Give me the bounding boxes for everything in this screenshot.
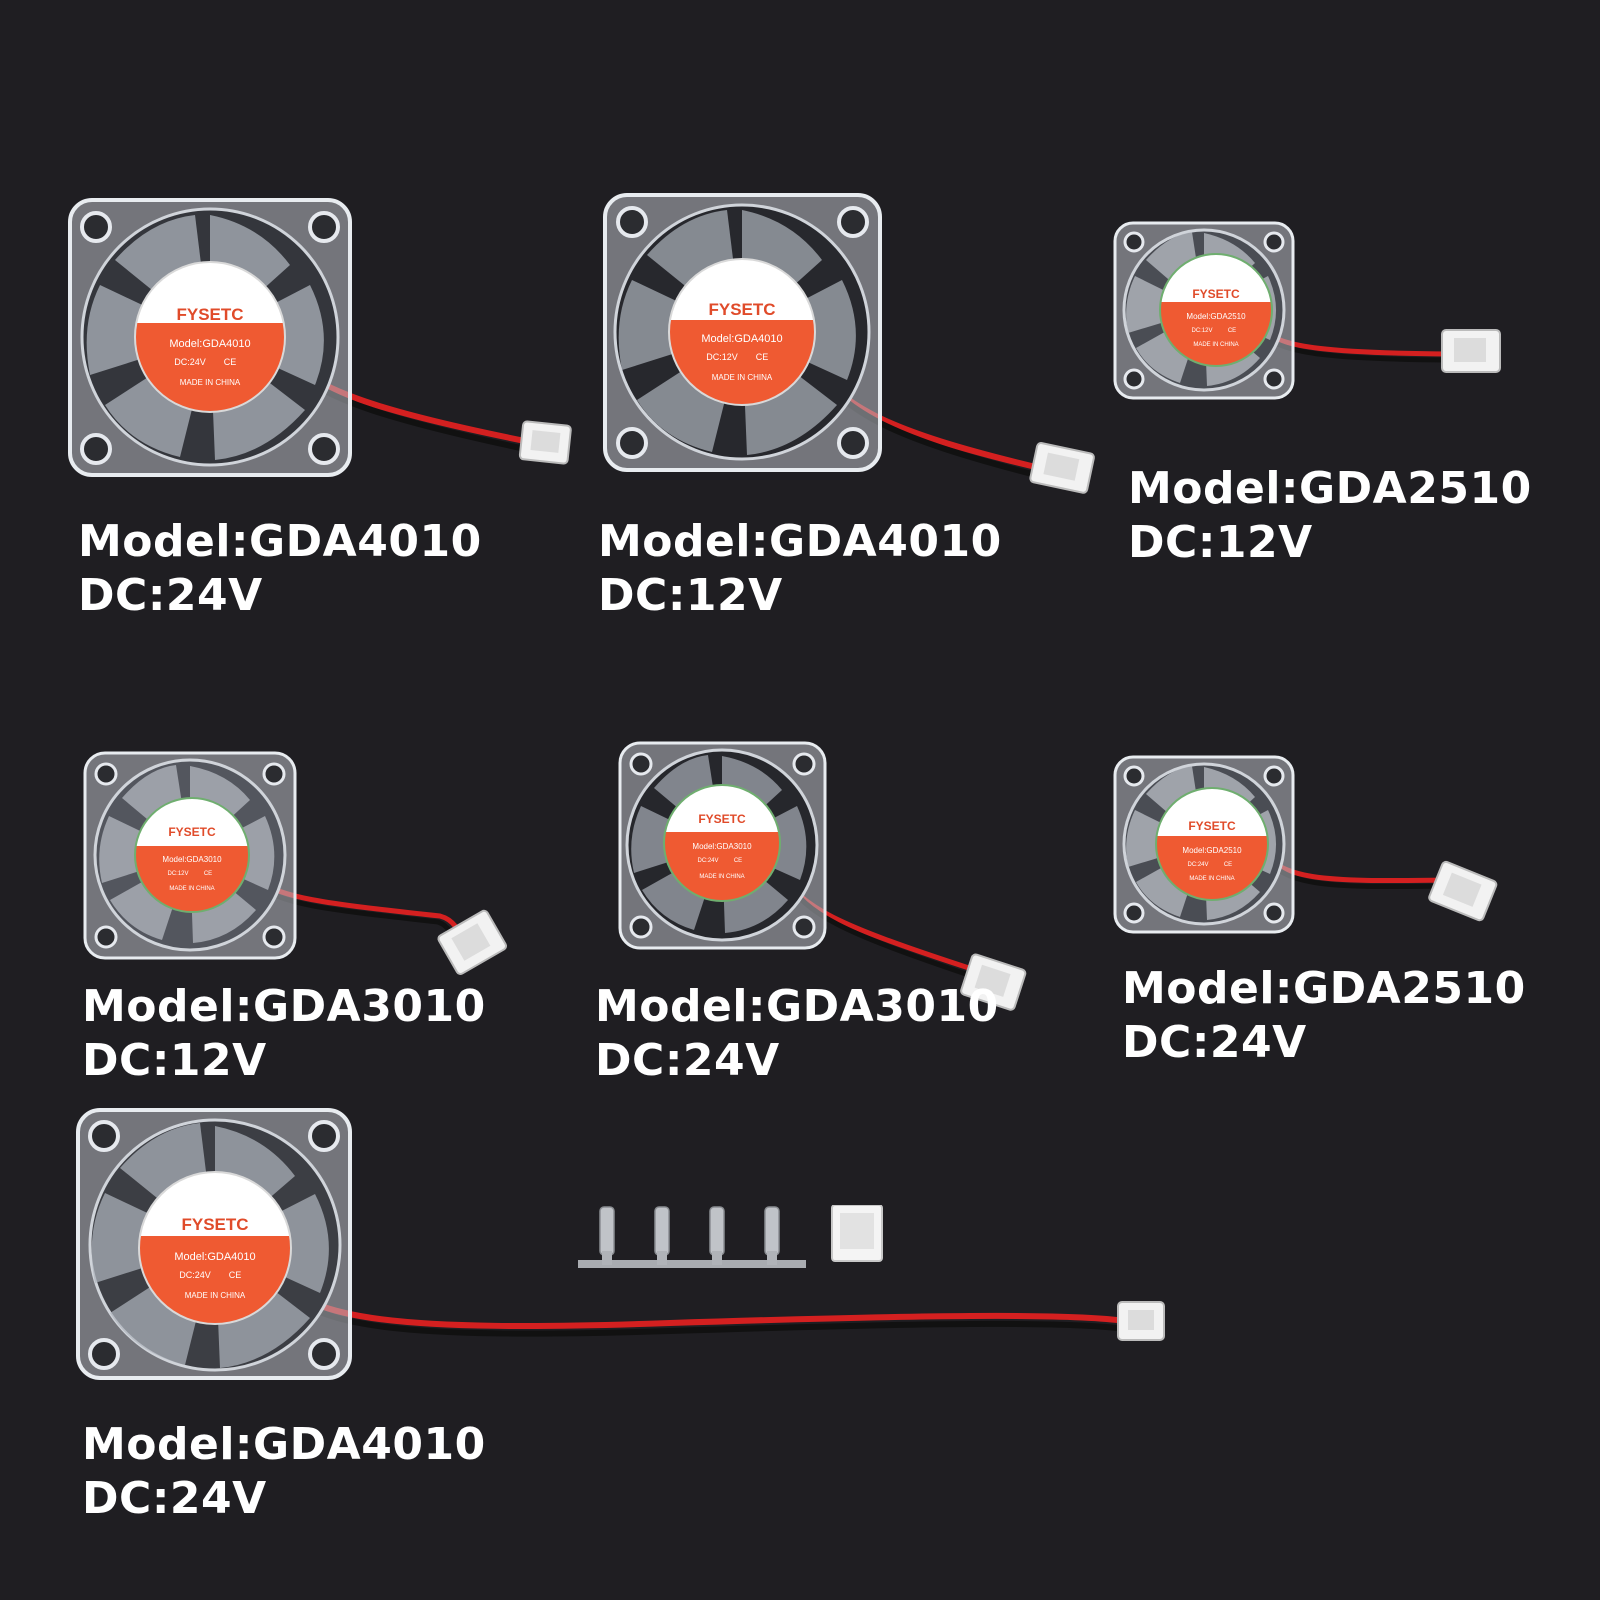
model-label: Model:GDA3010 — [82, 981, 486, 1032]
connector-icon — [518, 420, 572, 465]
label-origin: MADE IN CHINA — [180, 378, 241, 387]
model-label: Model:GDA3010 — [595, 981, 999, 1032]
crimp-terminal-icon — [764, 1206, 780, 1265]
voltage-label: DC:24V — [1122, 1017, 1307, 1068]
model-label: Model:GDA2510 — [1128, 463, 1532, 514]
caption: Model:GDA3010 DC:12V — [82, 980, 486, 1088]
model-label: Model:GDA4010 — [78, 516, 482, 567]
label-ce: CE — [756, 352, 769, 362]
caption: Model:GDA4010 DC:12V — [598, 515, 1002, 623]
label-brand: FYSETC — [176, 305, 243, 324]
voltage-label: DC:24V — [595, 1035, 780, 1086]
fan-image: FYSETC Model:GDA3010 DC:24V CE MADE IN C… — [618, 741, 1027, 1011]
model-label: Model:GDA4010 — [82, 1419, 486, 1470]
model-label: Model:GDA4010 — [598, 516, 1002, 567]
fan-image: FYSETC Model:GDA2510 DC:12V CE MADE IN C… — [1113, 221, 1501, 400]
caption: Model:GDA2510 DC:24V — [1122, 962, 1526, 1070]
caption: Model:GDA2510 DC:12V — [1128, 462, 1532, 570]
fan-image: FYSETC Model:GDA4010 DC:24V CE MADE IN C… — [76, 1108, 1165, 1380]
connector-icon — [437, 909, 508, 975]
label-brand: FYSETC — [1188, 819, 1236, 833]
label-dc: DC:24V — [174, 357, 206, 367]
model-label: Model:GDA2510 — [1122, 963, 1526, 1014]
label-origin: MADE IN CHINA — [1189, 876, 1234, 882]
label-ce: CE — [734, 858, 742, 864]
label-model: Model:GDA3010 — [162, 855, 222, 864]
label-brand: FYSETC — [168, 825, 216, 839]
label-ce: CE — [229, 1270, 242, 1280]
connector-icon — [1029, 442, 1095, 494]
crimp-terminals — [578, 1206, 806, 1268]
crimp-terminal-icon — [654, 1206, 670, 1265]
crimp-terminal-icon — [599, 1206, 615, 1265]
label-ce: CE — [1228, 328, 1236, 334]
label-brand: FYSETC — [698, 812, 746, 826]
label-dc: DC:12V — [706, 352, 738, 362]
fan-image: FYSETC Model:GDA2510 DC:24V CE MADE IN C… — [1113, 755, 1498, 934]
voltage-label: DC:12V — [1128, 517, 1313, 568]
connector-icon — [1428, 860, 1498, 922]
voltage-label: DC:12V — [82, 1035, 267, 1086]
label-origin: MADE IN CHINA — [1193, 342, 1238, 348]
label-brand: FYSETC — [1192, 287, 1240, 301]
crimp-terminal-icon — [709, 1206, 725, 1265]
label-dc: DC:12V — [167, 871, 188, 877]
label-dc: DC:24V — [179, 1270, 211, 1280]
label-origin: MADE IN CHINA — [699, 874, 744, 880]
fan-label: FYSETC Model:GDA2510 DC:12V CE MADE IN C… — [1159, 253, 1273, 367]
label-brand: FYSETC — [708, 300, 775, 319]
label-model: Model:GDA2510 — [1182, 846, 1242, 855]
label-ce: CE — [224, 357, 237, 367]
label-dc: DC:24V — [1187, 862, 1208, 868]
wire — [277, 1276, 1126, 1337]
connector-icon — [1441, 329, 1501, 373]
voltage-label: DC:24V — [78, 570, 263, 621]
label-brand: FYSETC — [181, 1215, 248, 1234]
voltage-label: DC:24V — [82, 1473, 267, 1524]
label-model: Model:GDA4010 — [169, 338, 250, 350]
voltage-label: DC:12V — [598, 570, 783, 621]
fan-image: FYSETC Model:GDA4010 DC:12V CE MADE IN C… — [603, 193, 1095, 494]
caption: Model:GDA3010 DC:24V — [595, 980, 999, 1088]
connector-icon — [960, 953, 1027, 1011]
label-origin: MADE IN CHINA — [169, 886, 214, 892]
connector-housing-icon — [831, 1205, 883, 1262]
label-ce: CE — [204, 871, 212, 877]
label-origin: MADE IN CHINA — [712, 373, 773, 382]
fan-image: FYSETC Model:GDA4010 DC:24V CE MADE IN C… — [68, 198, 572, 477]
connector-icon — [1117, 1301, 1165, 1341]
fan-image: FYSETC Model:GDA3010 DC:12V CE MADE IN C… — [83, 751, 508, 975]
label-dc: DC:12V — [1191, 328, 1212, 334]
caption: Model:GDA4010 DC:24V — [78, 515, 482, 623]
label-model: Model:GDA3010 — [692, 842, 752, 851]
label-origin: MADE IN CHINA — [185, 1291, 246, 1300]
label-model: Model:GDA2510 — [1186, 312, 1246, 321]
fan-label: FYSETC Model:GDA4010 DC:24V CE MADE IN C… — [138, 1171, 292, 1325]
label-dc: DC:24V — [697, 858, 718, 864]
label-model: Model:GDA4010 — [174, 1251, 255, 1263]
label-ce: CE — [1224, 862, 1232, 868]
caption: Model:GDA4010 DC:24V — [82, 1418, 486, 1526]
label-model: Model:GDA4010 — [701, 333, 782, 345]
accessories — [578, 1205, 883, 1268]
